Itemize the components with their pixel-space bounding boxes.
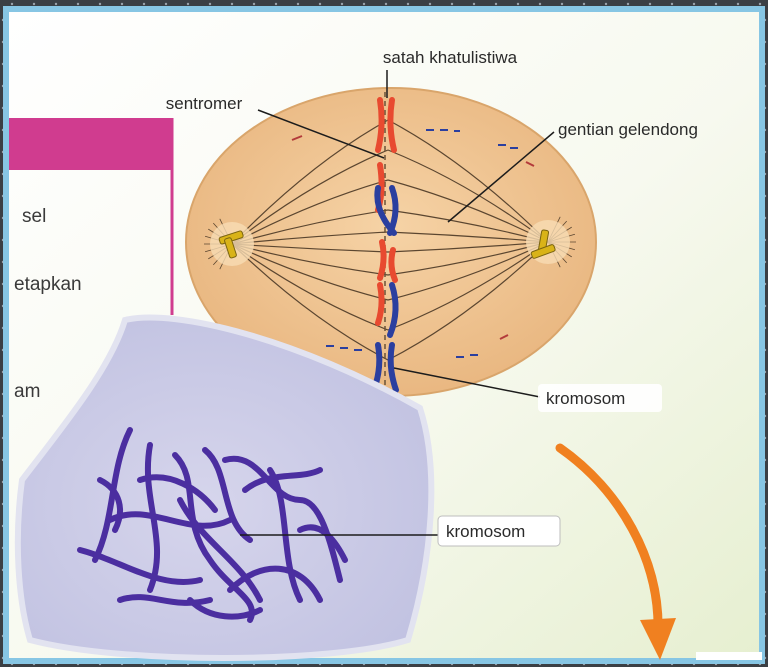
side-text-3: am (14, 381, 40, 402)
label-centromere: sentromer (166, 94, 243, 113)
frame-corner-patch (696, 652, 762, 660)
label-equatorial-plane: satah khatulistiwa (383, 48, 518, 67)
label-spindle-fibre: gentian gelendong (558, 120, 698, 139)
centriole-left-icon (210, 222, 254, 266)
label-chromosome-micrograph: kromosom (446, 522, 525, 541)
side-text-2: etapkan (14, 274, 82, 295)
side-panel-header (9, 118, 172, 170)
centriole-right-icon (526, 220, 570, 264)
label-chromosome-diagram: kromosom (546, 389, 625, 408)
side-text-1: sel (22, 206, 46, 227)
